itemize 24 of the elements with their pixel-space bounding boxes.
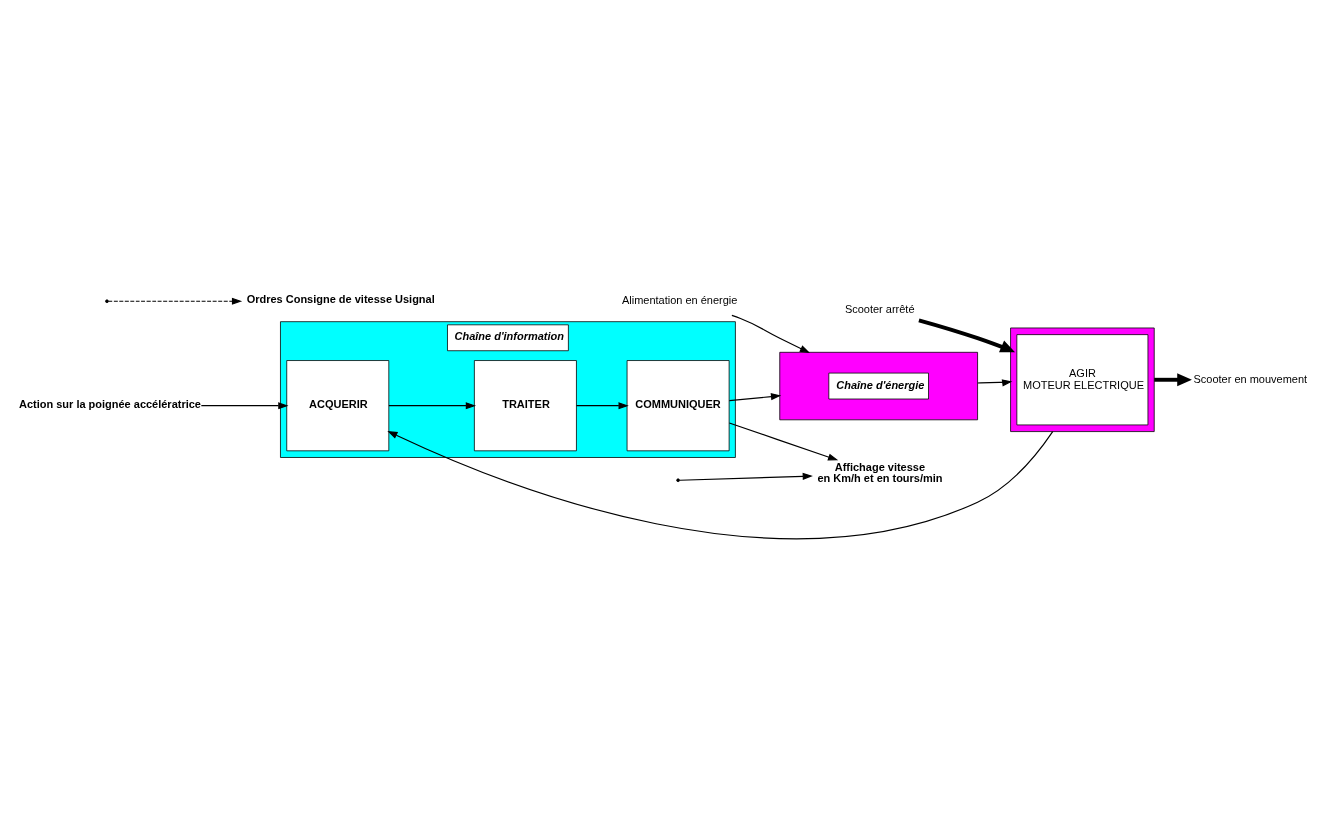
arrow [1154,372,1192,386]
node-text: Scooter arrêté [844,302,915,315]
arrow [728,392,782,401]
node-box: TRAITER [473,359,577,451]
arrow [731,314,811,353]
node-text: Scooter en mouvement [1193,372,1308,385]
node-box: ACQUERIR [286,359,390,451]
arrow [200,401,289,409]
arrow [388,401,476,409]
arrow [107,297,243,305]
node-text: Affichage vitesse en Km/h et en tours/min [817,460,943,484]
node-box: AGIR MOTEUR ELECTRIQUE [1016,333,1149,425]
node-box: COMMUNIQUER [626,359,730,451]
node-text: Ordres Consigne de vitesse Usignal [246,292,435,305]
arrow [679,472,813,481]
arrow [918,317,1016,352]
node-text: Action sur la poignée accélératrice [19,397,201,410]
node-box: Chaîne d'énergie [779,351,978,420]
arrow [728,421,839,460]
node-text: Alimentation en énergie [621,293,738,306]
arrow [575,401,629,409]
arrow [977,378,1013,386]
arrow [387,430,1054,539]
cluster [1010,327,1155,432]
